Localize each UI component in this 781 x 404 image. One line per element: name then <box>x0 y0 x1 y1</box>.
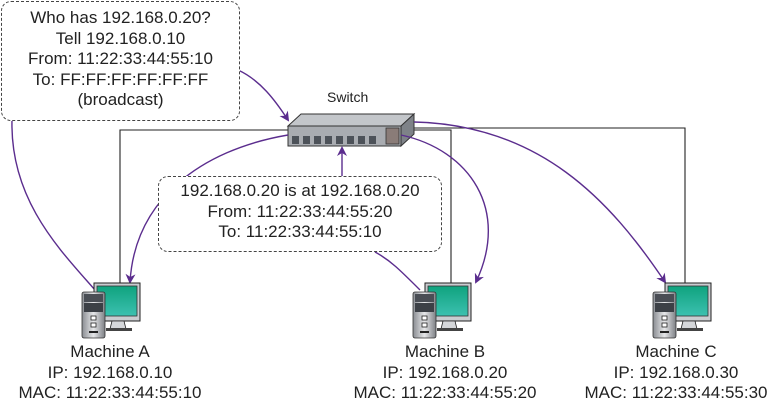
request-line: From: 11:22:33:44:55:10 <box>28 49 213 68</box>
arrow-b-to-bubble <box>374 251 421 291</box>
arrow-request-bubble-to-switch <box>237 69 290 122</box>
machine-ip: IP: 192.168.0.30 <box>613 362 739 382</box>
machine-b-label: Machine B IP: 192.168.0.20 MAC: 11:22:33… <box>335 342 555 404</box>
arrow-switch-to-c <box>413 121 667 284</box>
reply-line: From: 11:22:33:44:55:20 <box>207 201 393 221</box>
machine-mac: MAC: 11:22:33:44:55:30 <box>584 383 768 402</box>
request-line: Tell 192.168.0.10 <box>55 28 186 48</box>
arrow-switch-to-b <box>400 134 489 284</box>
arp-arrows <box>11 69 667 291</box>
machine-mac: MAC: 11:22:33:44:55:20 <box>353 383 537 402</box>
arrow-request-a-to-switch <box>11 119 96 291</box>
machine-mac: MAC: 11:22:33:44:55:10 <box>18 383 202 402</box>
request-line: Who has 192.168.0.20? <box>30 8 211 27</box>
wire-machine-b <box>413 129 452 284</box>
arp-request-message: Who has 192.168.0.20? Tell 192.168.0.10 … <box>1 1 240 121</box>
machine-b-computer-icon <box>412 282 472 339</box>
wire-machine-c <box>413 127 686 284</box>
arp-reply-message: 192.168.0.20 is at 192.168.0.20 From: 11… <box>158 176 442 252</box>
wire-machine-a <box>119 129 288 284</box>
machine-a-computer-icon <box>81 282 141 339</box>
machine-ip: IP: 192.168.0.20 <box>382 362 508 382</box>
switch-label: Switch <box>327 89 369 105</box>
machine-ip: IP: 192.168.0.10 <box>47 362 173 382</box>
machine-name: Machine B <box>404 342 486 361</box>
machine-name: Machine C <box>635 342 717 361</box>
network-wires <box>119 127 686 284</box>
request-line: To: FF:FF:FF:FF:FF:FF <box>32 69 209 89</box>
switch-device <box>286 112 416 148</box>
machine-c-computer-icon <box>652 282 712 339</box>
reply-line: 192.168.0.20 is at 192.168.0.20 <box>180 181 420 200</box>
machine-c-label: Machine C IP: 192.168.0.30 MAC: 11:22:33… <box>566 342 781 404</box>
machine-a-label: Machine A IP: 192.168.0.10 MAC: 11:22:33… <box>0 342 220 404</box>
reply-line: To: 11:22:33:44:55:10 <box>218 222 382 241</box>
machine-name: Machine A <box>70 342 150 361</box>
request-line: (broadcast) <box>77 90 164 109</box>
